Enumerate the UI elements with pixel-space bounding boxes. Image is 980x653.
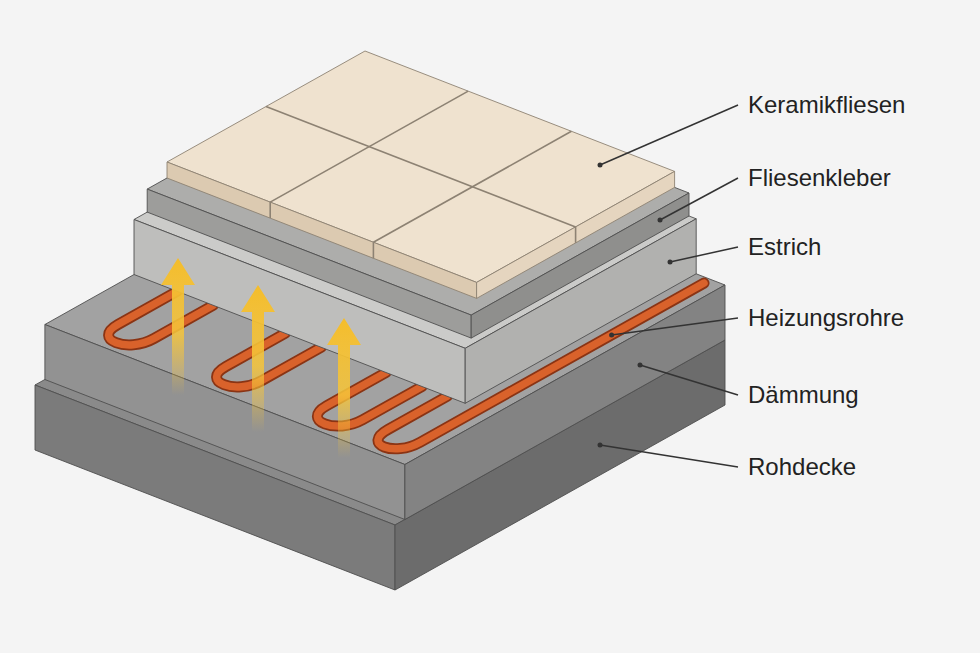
- tile-top: [167, 51, 675, 282]
- heat-arrow: [241, 285, 275, 432]
- tile-side: [477, 171, 675, 298]
- layer-label: Fliesenkleber: [748, 164, 891, 193]
- layer-label: Dämmung: [748, 381, 859, 410]
- leader-line: [660, 178, 738, 220]
- layer-label: Rohdecke: [748, 453, 856, 482]
- leader-dot: [658, 218, 663, 223]
- layer-label: Estrich: [748, 233, 821, 262]
- leader-dot: [609, 332, 614, 337]
- leader-dot: [598, 443, 603, 448]
- layer-label: Heizungsrohre: [748, 304, 904, 333]
- tile-joint: [266, 107, 576, 227]
- tile-front: [167, 162, 477, 298]
- tile-joint: [269, 202, 271, 218]
- tile-joint: [575, 227, 577, 243]
- heat-arrow: [327, 318, 361, 458]
- heat-arrow: [161, 258, 195, 395]
- leader-dot: [668, 260, 673, 265]
- leader-line: [612, 318, 738, 335]
- leader-dot: [598, 163, 603, 168]
- tile-joint: [373, 242, 375, 258]
- leader-line: [600, 445, 738, 467]
- leader-line: [600, 105, 738, 165]
- leader-dot: [638, 363, 643, 368]
- leader-line: [670, 247, 738, 262]
- leader-line: [640, 365, 738, 395]
- layer-label: Keramikfliesen: [748, 91, 905, 120]
